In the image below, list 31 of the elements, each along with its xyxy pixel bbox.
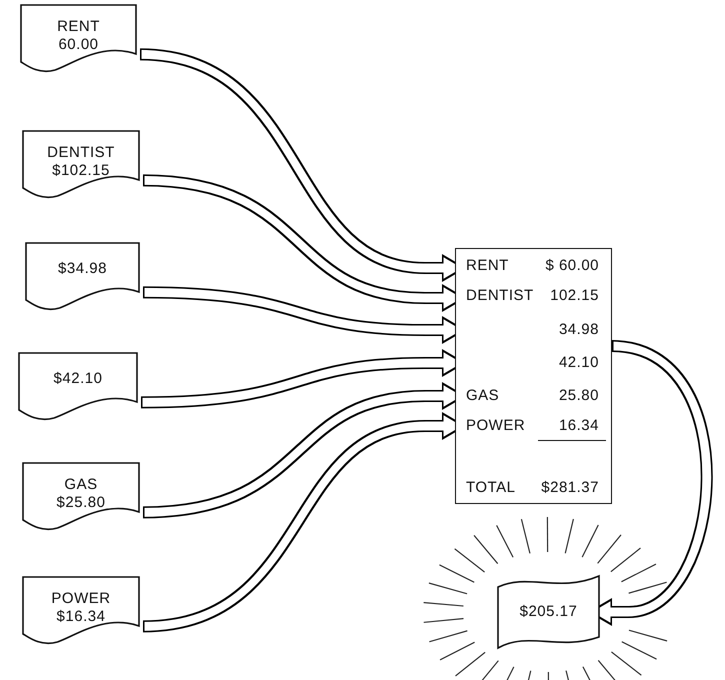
ledger-item: POWER: [466, 417, 526, 435]
ledger-amount: 42.10: [558, 354, 599, 372]
ledger-amount: 16.34: [558, 417, 599, 435]
ledger-amount: 25.80: [558, 387, 599, 405]
bill-shape: [22, 462, 140, 532]
ledger-amount: $ 60.00: [545, 257, 599, 275]
check-amount: $205.17: [518, 603, 578, 621]
bill-text: $42.10: [52, 370, 104, 388]
bill-text: $16.34: [56, 608, 106, 626]
ledger-item: TOTAL: [466, 479, 516, 497]
ledger-amount: $281.37: [541, 479, 599, 497]
bill-text: 60.00: [57, 36, 100, 54]
ledger-item: GAS: [466, 387, 500, 405]
bill-text: DENTIST: [46, 144, 116, 162]
bill-shape: [22, 130, 140, 200]
check-shape: [497, 575, 600, 649]
bill-text: RENT: [56, 18, 101, 36]
bill-text: $34.98: [57, 260, 108, 278]
bill-shape: [22, 576, 140, 646]
ledger-amount: 102.15: [550, 287, 599, 305]
bill-shape: [18, 352, 138, 422]
bill-text: POWER: [50, 590, 112, 608]
bill-text: $102.15: [51, 162, 111, 180]
bill-shape: [25, 242, 140, 312]
bill-text: $25.80: [56, 494, 106, 512]
ledger-item: RENT: [466, 257, 509, 275]
ledger-item: DENTIST: [466, 287, 534, 305]
bill-shape: [20, 4, 137, 74]
ledger-box: [455, 248, 612, 504]
ledger-amount: 34.98: [558, 321, 599, 339]
bill-text: GAS: [63, 476, 99, 494]
